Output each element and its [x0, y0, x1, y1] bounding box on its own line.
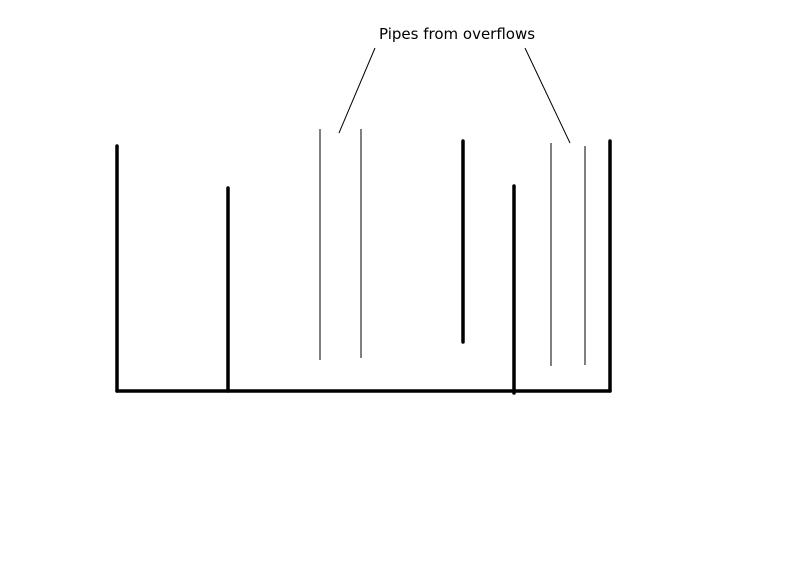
- leader-line-left: [338, 47, 376, 134]
- leader-line-right: [524, 47, 571, 144]
- overflow-pipes-label: Pipes from overflows: [379, 25, 535, 43]
